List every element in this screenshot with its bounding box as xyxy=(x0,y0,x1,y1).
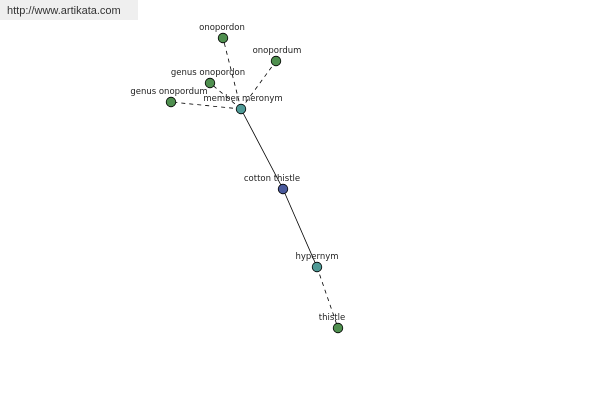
node-genus-onopordon-label: genus onopordon xyxy=(171,68,245,78)
node-cotton-thistle-dot[interactable] xyxy=(277,183,289,195)
node-genus-onopordum-dot[interactable] xyxy=(165,96,177,108)
node-thistle-dot[interactable] xyxy=(332,322,344,334)
node-hypernym-label: hypernym xyxy=(295,252,338,262)
edge-member-meronym-to-genus-onopordum xyxy=(170,101,242,110)
node-genus-onopordon[interactable]: genus onopordon xyxy=(171,68,245,89)
node-onopordum-dot[interactable] xyxy=(270,55,282,67)
node-thistle[interactable]: thistle xyxy=(319,313,345,334)
edge-center-to-hypernym xyxy=(282,188,318,268)
node-hypernym[interactable]: hypernym xyxy=(295,252,339,273)
watermark-url: http://www.artikata.com xyxy=(0,0,138,20)
node-hypernym-dot[interactable] xyxy=(311,261,323,273)
node-genus-onopordum-label: genus onopordum xyxy=(130,87,207,97)
node-onopordum-label: onopordum xyxy=(253,46,302,56)
node-genus-onopordum[interactable]: genus onopordum xyxy=(130,87,208,108)
edge-center-to-member-meronym xyxy=(240,108,284,190)
node-cotton-thistle[interactable]: cotton thistle xyxy=(244,174,300,195)
node-cotton-thistle-label: cotton thistle xyxy=(244,174,300,184)
edge-hypernym-to-thistle xyxy=(316,266,339,329)
node-genus-onopordon-dot[interactable] xyxy=(204,77,216,89)
edge-member-meronym-to-onopordum xyxy=(240,60,277,110)
node-thistle-label: thistle xyxy=(319,313,345,323)
node-onopordon[interactable]: onopordon xyxy=(199,23,245,44)
node-member-meronym-label: member meronym xyxy=(203,94,282,104)
node-onopordon-dot[interactable] xyxy=(217,32,229,44)
node-onopordon-label: onopordon xyxy=(199,23,245,33)
edge-member-meronym-to-genus-onopordon xyxy=(209,82,242,110)
node-onopordum[interactable]: onopordum xyxy=(253,46,302,67)
node-member-meronym[interactable]: member meronym xyxy=(203,94,283,115)
node-member-meronym-dot[interactable] xyxy=(235,103,247,115)
